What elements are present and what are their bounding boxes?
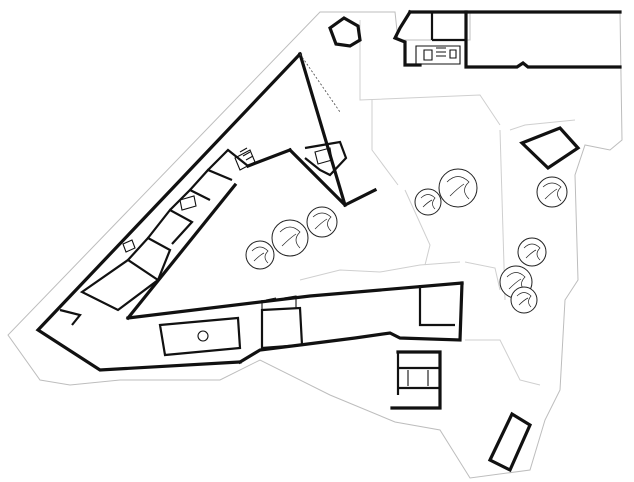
tree: [517, 237, 547, 267]
tree: [510, 286, 538, 314]
north-building: [392, 9, 622, 69]
tree: [271, 219, 309, 257]
tree: [438, 168, 478, 208]
south-block: [390, 350, 442, 410]
tree: [414, 188, 442, 216]
small-pavilion: [328, 16, 362, 48]
tree: [536, 176, 568, 208]
southeast-pavilion: [487, 411, 533, 473]
tree: [306, 206, 338, 238]
main-building: [35, 51, 464, 372]
east-pavilion: [519, 126, 581, 171]
tree: [245, 240, 275, 270]
